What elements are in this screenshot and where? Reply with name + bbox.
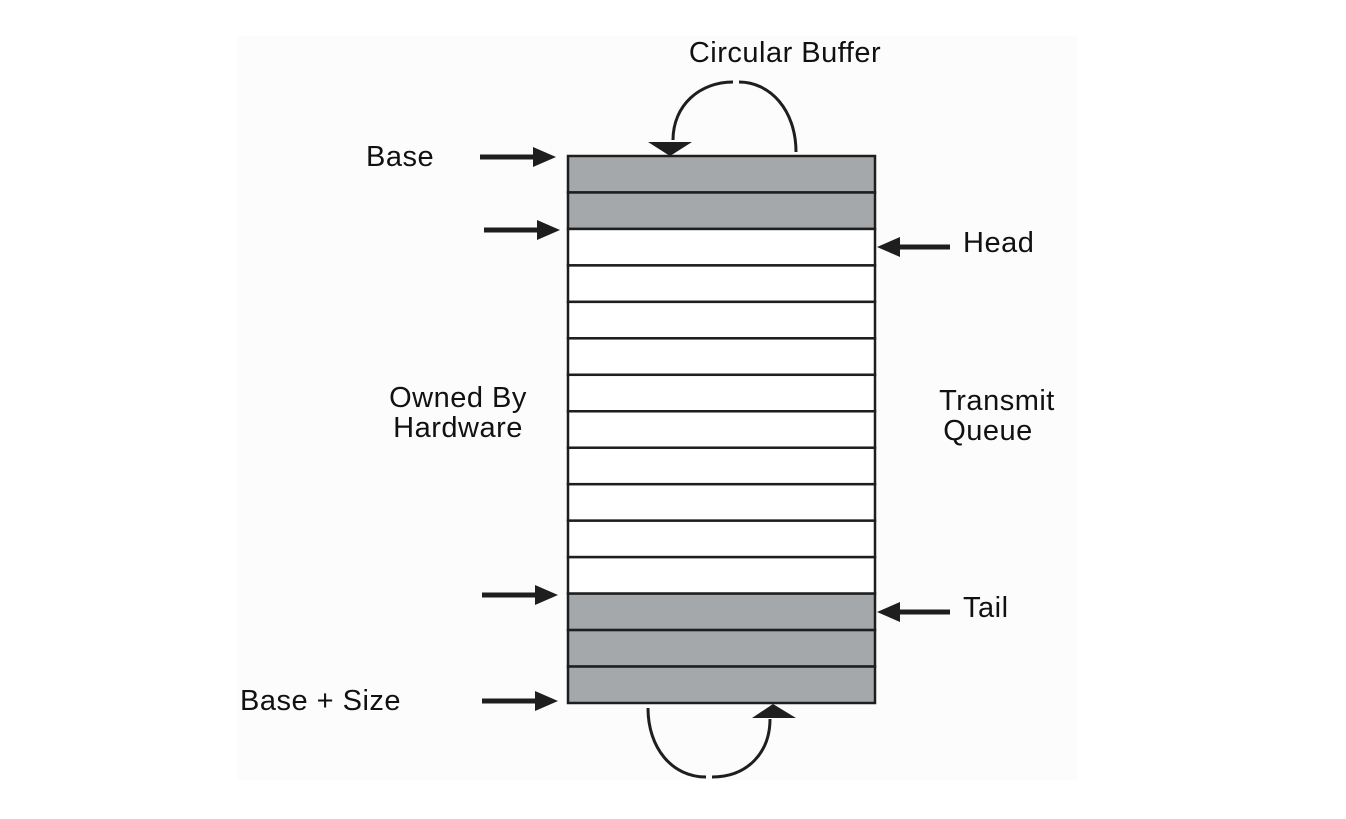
buffer-slot-shaded bbox=[566, 628, 877, 668]
buffer-slot-empty bbox=[566, 446, 877, 486]
base-label: Base bbox=[366, 141, 434, 173]
tail-label: Tail bbox=[963, 592, 1009, 624]
owned-by-label-line1: Owned By bbox=[389, 382, 527, 414]
transmit-queue-label-line1: Transmit bbox=[939, 385, 1055, 417]
owned-by-label-line2: Hardware bbox=[393, 412, 523, 444]
buffer-slot-empty bbox=[566, 264, 877, 304]
buffer-slot-empty bbox=[566, 227, 877, 267]
wrap-arrowhead-top-icon bbox=[648, 142, 692, 156]
head-label: Head bbox=[963, 227, 1034, 259]
buffer-slot-empty bbox=[566, 410, 877, 449]
wrap-arrowhead-bottom-icon bbox=[752, 704, 796, 718]
wrap-arc-bottom bbox=[646, 707, 772, 779]
owned-end-arrow-icon bbox=[482, 585, 558, 605]
diagram-title: Circular Buffer bbox=[689, 37, 881, 69]
buffer-slot-empty bbox=[566, 300, 877, 340]
wrap-arc-top bbox=[671, 80, 798, 153]
buffer-slot-shaded bbox=[566, 592, 877, 632]
tail-arrow-icon bbox=[877, 602, 950, 622]
buffer-slot-shaded bbox=[566, 154, 877, 194]
base-plus-size-label: Base + Size bbox=[240, 685, 401, 717]
buffer-slot-empty bbox=[566, 373, 877, 413]
transmit-queue-label-line2: Queue bbox=[943, 415, 1033, 447]
buffer-slot-empty bbox=[566, 555, 877, 595]
buffer-slot-empty bbox=[566, 519, 877, 559]
buffer-slot-shaded bbox=[566, 665, 877, 705]
base-arrow-icon bbox=[480, 147, 556, 167]
head-arrow-icon bbox=[877, 237, 950, 257]
buffer-slot-empty bbox=[566, 337, 877, 377]
buffer-slot-shaded bbox=[566, 191, 877, 231]
owned-start-arrow-icon bbox=[484, 220, 560, 240]
base-plus-size-arrow-icon bbox=[482, 691, 558, 711]
buffer-slots bbox=[566, 154, 877, 705]
buffer-slot-empty bbox=[566, 482, 877, 522]
